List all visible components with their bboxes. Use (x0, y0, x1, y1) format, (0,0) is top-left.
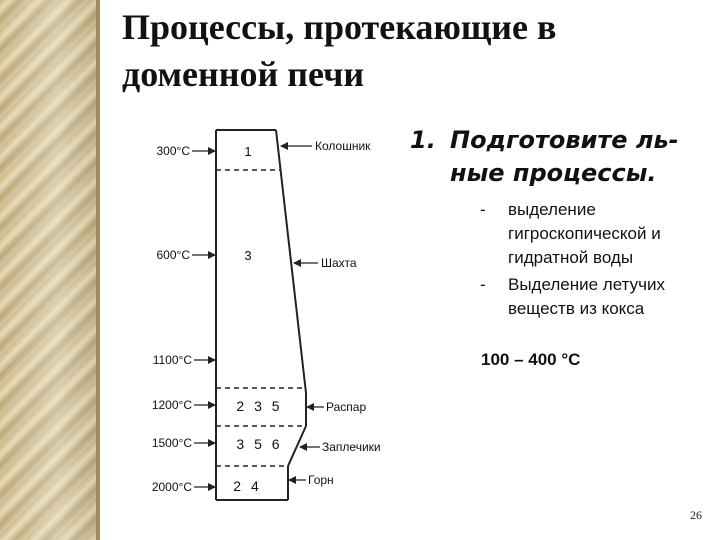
temp-label-1500: 1500°C (152, 436, 192, 450)
bullet-item: - Выделение летучих веществ из кокса (480, 273, 710, 347)
bullet-text: выделение гигроскопической и гидратной в… (508, 200, 661, 267)
zone-boundaries (216, 169, 306, 467)
part-label-bosh: Заплечики (322, 440, 381, 454)
item-number: 1. (410, 126, 436, 154)
temp-label-600: 600°C (157, 248, 191, 262)
part-label-throat: Колошник (315, 139, 371, 153)
zone-number-belly: 2 3 5 (236, 398, 279, 414)
part-label-shaft: Шахта (321, 256, 357, 270)
zone-number-hearth: 2 4 (233, 478, 259, 494)
bullet-dash: - (480, 200, 486, 219)
item-heading: Подготовите ль-ные процессы. (450, 126, 679, 187)
temp-label-1100: 1100°C (153, 353, 193, 367)
zone-number-bosh: 3 5 6 (236, 436, 279, 452)
temperature-range: 100 – 400 °С (481, 350, 581, 369)
temp-label-300: 300°C (157, 144, 191, 158)
temp-label-2000: 2000°C (152, 480, 192, 494)
temp-label-1200: 1200°C (152, 398, 192, 412)
decorative-edge-band (0, 0, 100, 540)
temperature-scale: 300°C 600°C 1100°C 1200°C 1500°C 2000°C (152, 144, 216, 494)
slide-number: 26 (690, 508, 702, 522)
zone-numbers: 1 3 2 3 5 3 5 6 2 4 (233, 144, 280, 494)
slide-title: Процессы, протекающие в доменной печи (122, 7, 557, 94)
part-label-hearth: Горн (308, 473, 334, 487)
bullet-dash: - (480, 275, 486, 294)
bullet-item: - выделение гигроскопической и гидратной… (480, 198, 710, 272)
zone-number-top: 1 (244, 144, 251, 159)
furnace-parts: Колошник Шахта Распар Заплечики Горн (280, 139, 381, 487)
bullet-text: Выделение летучих веществ из кокса (508, 275, 665, 318)
blast-furnace-diagram: 300°C 600°C 1100°C 1200°C 1500°C 2000°C … (140, 108, 400, 540)
part-label-belly: Распар (326, 400, 366, 414)
zone-number-shaft: 3 (244, 248, 251, 263)
